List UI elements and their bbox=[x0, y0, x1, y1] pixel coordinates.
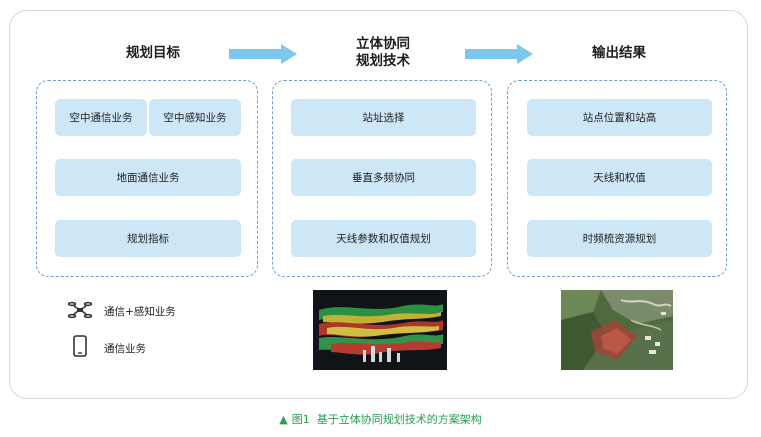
box-antenna-weights: 天线和权值 bbox=[527, 159, 712, 196]
col-title-tech-line1: 立体协同 bbox=[356, 36, 410, 52]
box-tf-resource: 时频梳资源规划 bbox=[527, 220, 712, 257]
col-title-tech-line2: 规划技术 bbox=[356, 53, 410, 69]
phone-icon bbox=[73, 335, 87, 357]
box-air-comm: 空中通信业务 bbox=[55, 99, 147, 136]
box-air-sense: 空中感知业务 bbox=[149, 99, 241, 136]
box-site-selection: 站址选择 bbox=[291, 99, 476, 136]
col-title-goals: 规划目标 bbox=[126, 45, 180, 61]
site-map-image bbox=[561, 290, 673, 370]
col-title-tech: 立体协同 规划技术 bbox=[328, 36, 438, 70]
drone-icon bbox=[68, 301, 92, 319]
legend-drone-label: 通信+感知业务 bbox=[104, 306, 176, 318]
col-title-results: 输出结果 bbox=[592, 45, 646, 61]
caption-text: 基于立体协同规划技术的方案架构 bbox=[316, 413, 482, 426]
arrow-right-icon bbox=[229, 44, 297, 64]
arrow-right-icon bbox=[465, 44, 533, 64]
caption-fig-number: 图1 bbox=[291, 413, 310, 426]
box-indicators: 规划指标 bbox=[55, 220, 241, 257]
box-ground-comm: 地面通信业务 bbox=[55, 159, 241, 196]
box-site-position: 站点位置和站高 bbox=[527, 99, 712, 136]
figure-caption: ▲图1 基于立体协同规划技术的方案架构 bbox=[0, 411, 761, 427]
box-vertical-multifreq: 垂直多频协同 bbox=[291, 159, 476, 196]
box-antenna-params: 天线参数和权值规划 bbox=[291, 220, 476, 257]
legend-phone-label: 通信业务 bbox=[104, 343, 146, 355]
coverage-3d-image bbox=[313, 290, 447, 370]
caption-marker: ▲ bbox=[279, 413, 288, 426]
